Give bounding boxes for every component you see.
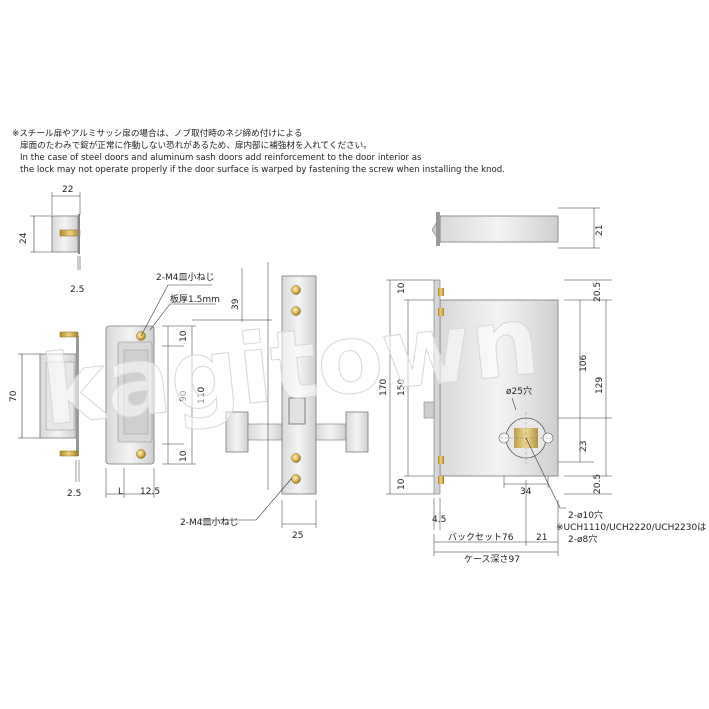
label-plate-thickness: 板厚1.5mm bbox=[170, 293, 220, 305]
strike-plate-front-view: 2-M4皿小ねじ 板厚1.5mm 39 10 90 110 10 L 12.5 bbox=[105, 268, 272, 498]
note-en-line-1: In the case of steel doors and aluminum … bbox=[20, 153, 422, 163]
label-hole-8: 2-ø8穴 bbox=[568, 533, 597, 545]
dim-21: 21 bbox=[595, 225, 605, 236]
dim-106: 106 bbox=[579, 355, 589, 372]
dim-case-depth: ケース深さ97 bbox=[464, 554, 520, 565]
dim-backset: バックセット76 bbox=[448, 532, 514, 543]
dim-10-case-top: 10 bbox=[397, 282, 407, 294]
note-jp-line-2: 扉面のたわみで錠が正常に作動しない恐れがあるため、扉内部に補強材を入れてください… bbox=[20, 141, 372, 151]
dim-110: 110 bbox=[197, 387, 207, 404]
dim-plate-height: 70 bbox=[9, 390, 19, 402]
dim-10-case-bottom: 10 bbox=[397, 478, 407, 490]
label-hole-10: 2-ø10穴 bbox=[568, 509, 603, 521]
dim-face-width: 25 bbox=[292, 531, 303, 541]
label-screw-top: 2-M4皿小ねじ bbox=[156, 272, 214, 283]
dim-4-5: 4.5 bbox=[432, 515, 446, 525]
strike-plate-side-view: 70 2.5 bbox=[9, 331, 81, 499]
dim-strike-thickness: 2.5 bbox=[70, 285, 84, 295]
dim-23: 23 bbox=[579, 441, 589, 452]
installation-notes: ※スチール扉やアルミサッシ扉の場合は、ノブ取付時のネジ締め付けによる 扉面のたわ… bbox=[12, 128, 702, 176]
dim-10-bottom: 10 bbox=[179, 450, 189, 462]
label-models-note: ※UCH1110/UCH2220/UCH2230は bbox=[556, 522, 706, 533]
dim-12-5: 12.5 bbox=[140, 487, 160, 497]
dim-20-5-bottom: 20.5 bbox=[593, 474, 603, 494]
lock-case-side-view: ø25穴 170 150 10 10 20.5 106 129 23 20.5 … bbox=[379, 279, 706, 565]
dim-39: 39 bbox=[231, 298, 241, 310]
dim-21-bottom: 21 bbox=[536, 533, 547, 543]
lock-front-view: 25 2-M4皿小ねじ bbox=[180, 262, 369, 541]
dim-90: 90 bbox=[179, 390, 189, 402]
strike-top-view: 22 24 2.5 bbox=[19, 185, 84, 295]
dim-10-top: 10 bbox=[179, 330, 189, 342]
dim-150: 150 bbox=[397, 379, 407, 396]
label-hole-25: ø25穴 bbox=[506, 385, 532, 397]
note-en-line-2: the lock may not operate properly if the… bbox=[20, 165, 505, 175]
dim-strike-width: 22 bbox=[62, 185, 73, 195]
lock-case-top-view: 21 bbox=[431, 207, 605, 249]
dim-129: 129 bbox=[595, 377, 605, 394]
note-jp-line-1: ※スチール扉やアルミサッシ扉の場合は、ノブ取付時のネジ締め付けによる bbox=[12, 129, 303, 139]
dim-170: 170 bbox=[379, 379, 389, 396]
dim-strike-height: 24 bbox=[19, 232, 29, 244]
dim-L: L bbox=[118, 487, 123, 497]
dim-20-5-top: 20.5 bbox=[593, 282, 603, 302]
label-screw-bottom: 2-M4皿小ねじ bbox=[180, 517, 238, 528]
dim-plate-thickness: 2.5 bbox=[67, 489, 81, 499]
